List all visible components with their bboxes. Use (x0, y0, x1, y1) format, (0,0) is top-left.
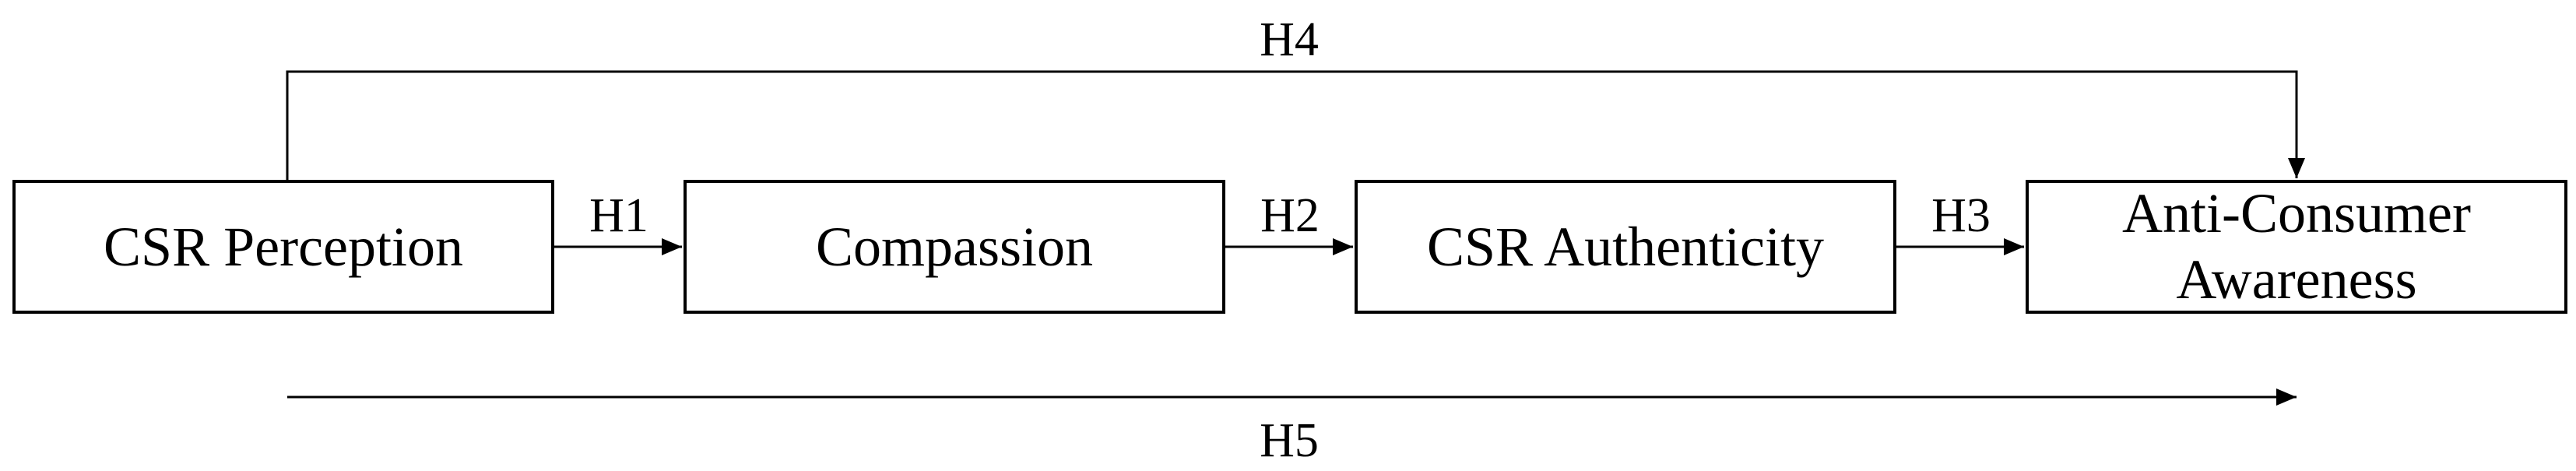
node-csr-authenticity: CSR Authenticity (1355, 180, 1896, 314)
node-anti-consumer-awareness: Anti-Consumer Awareness (2026, 180, 2567, 314)
node-label-line-2: Awareness (2176, 248, 2417, 311)
hypothesis-label-h5: H5 (1260, 414, 1319, 467)
node-label: Compassion (815, 215, 1094, 278)
node-label: Anti-Consumer Awareness (2122, 181, 2471, 313)
node-label: CSR Authenticity (1426, 215, 1825, 278)
node-label-line-1: Anti-Consumer (2122, 182, 2471, 245)
hypothesis-label-h3: H3 (1931, 189, 1991, 242)
hypothesis-label-h2: H2 (1260, 189, 1320, 242)
node-csr-perception: CSR Perception (12, 180, 554, 314)
hypothesis-label-h4: H4 (1260, 13, 1319, 66)
node-compassion: Compassion (684, 180, 1225, 314)
hypothesis-label-h1: H1 (589, 189, 648, 242)
node-label: CSR Perception (104, 215, 463, 278)
arrow-h4 (286, 70, 2305, 180)
